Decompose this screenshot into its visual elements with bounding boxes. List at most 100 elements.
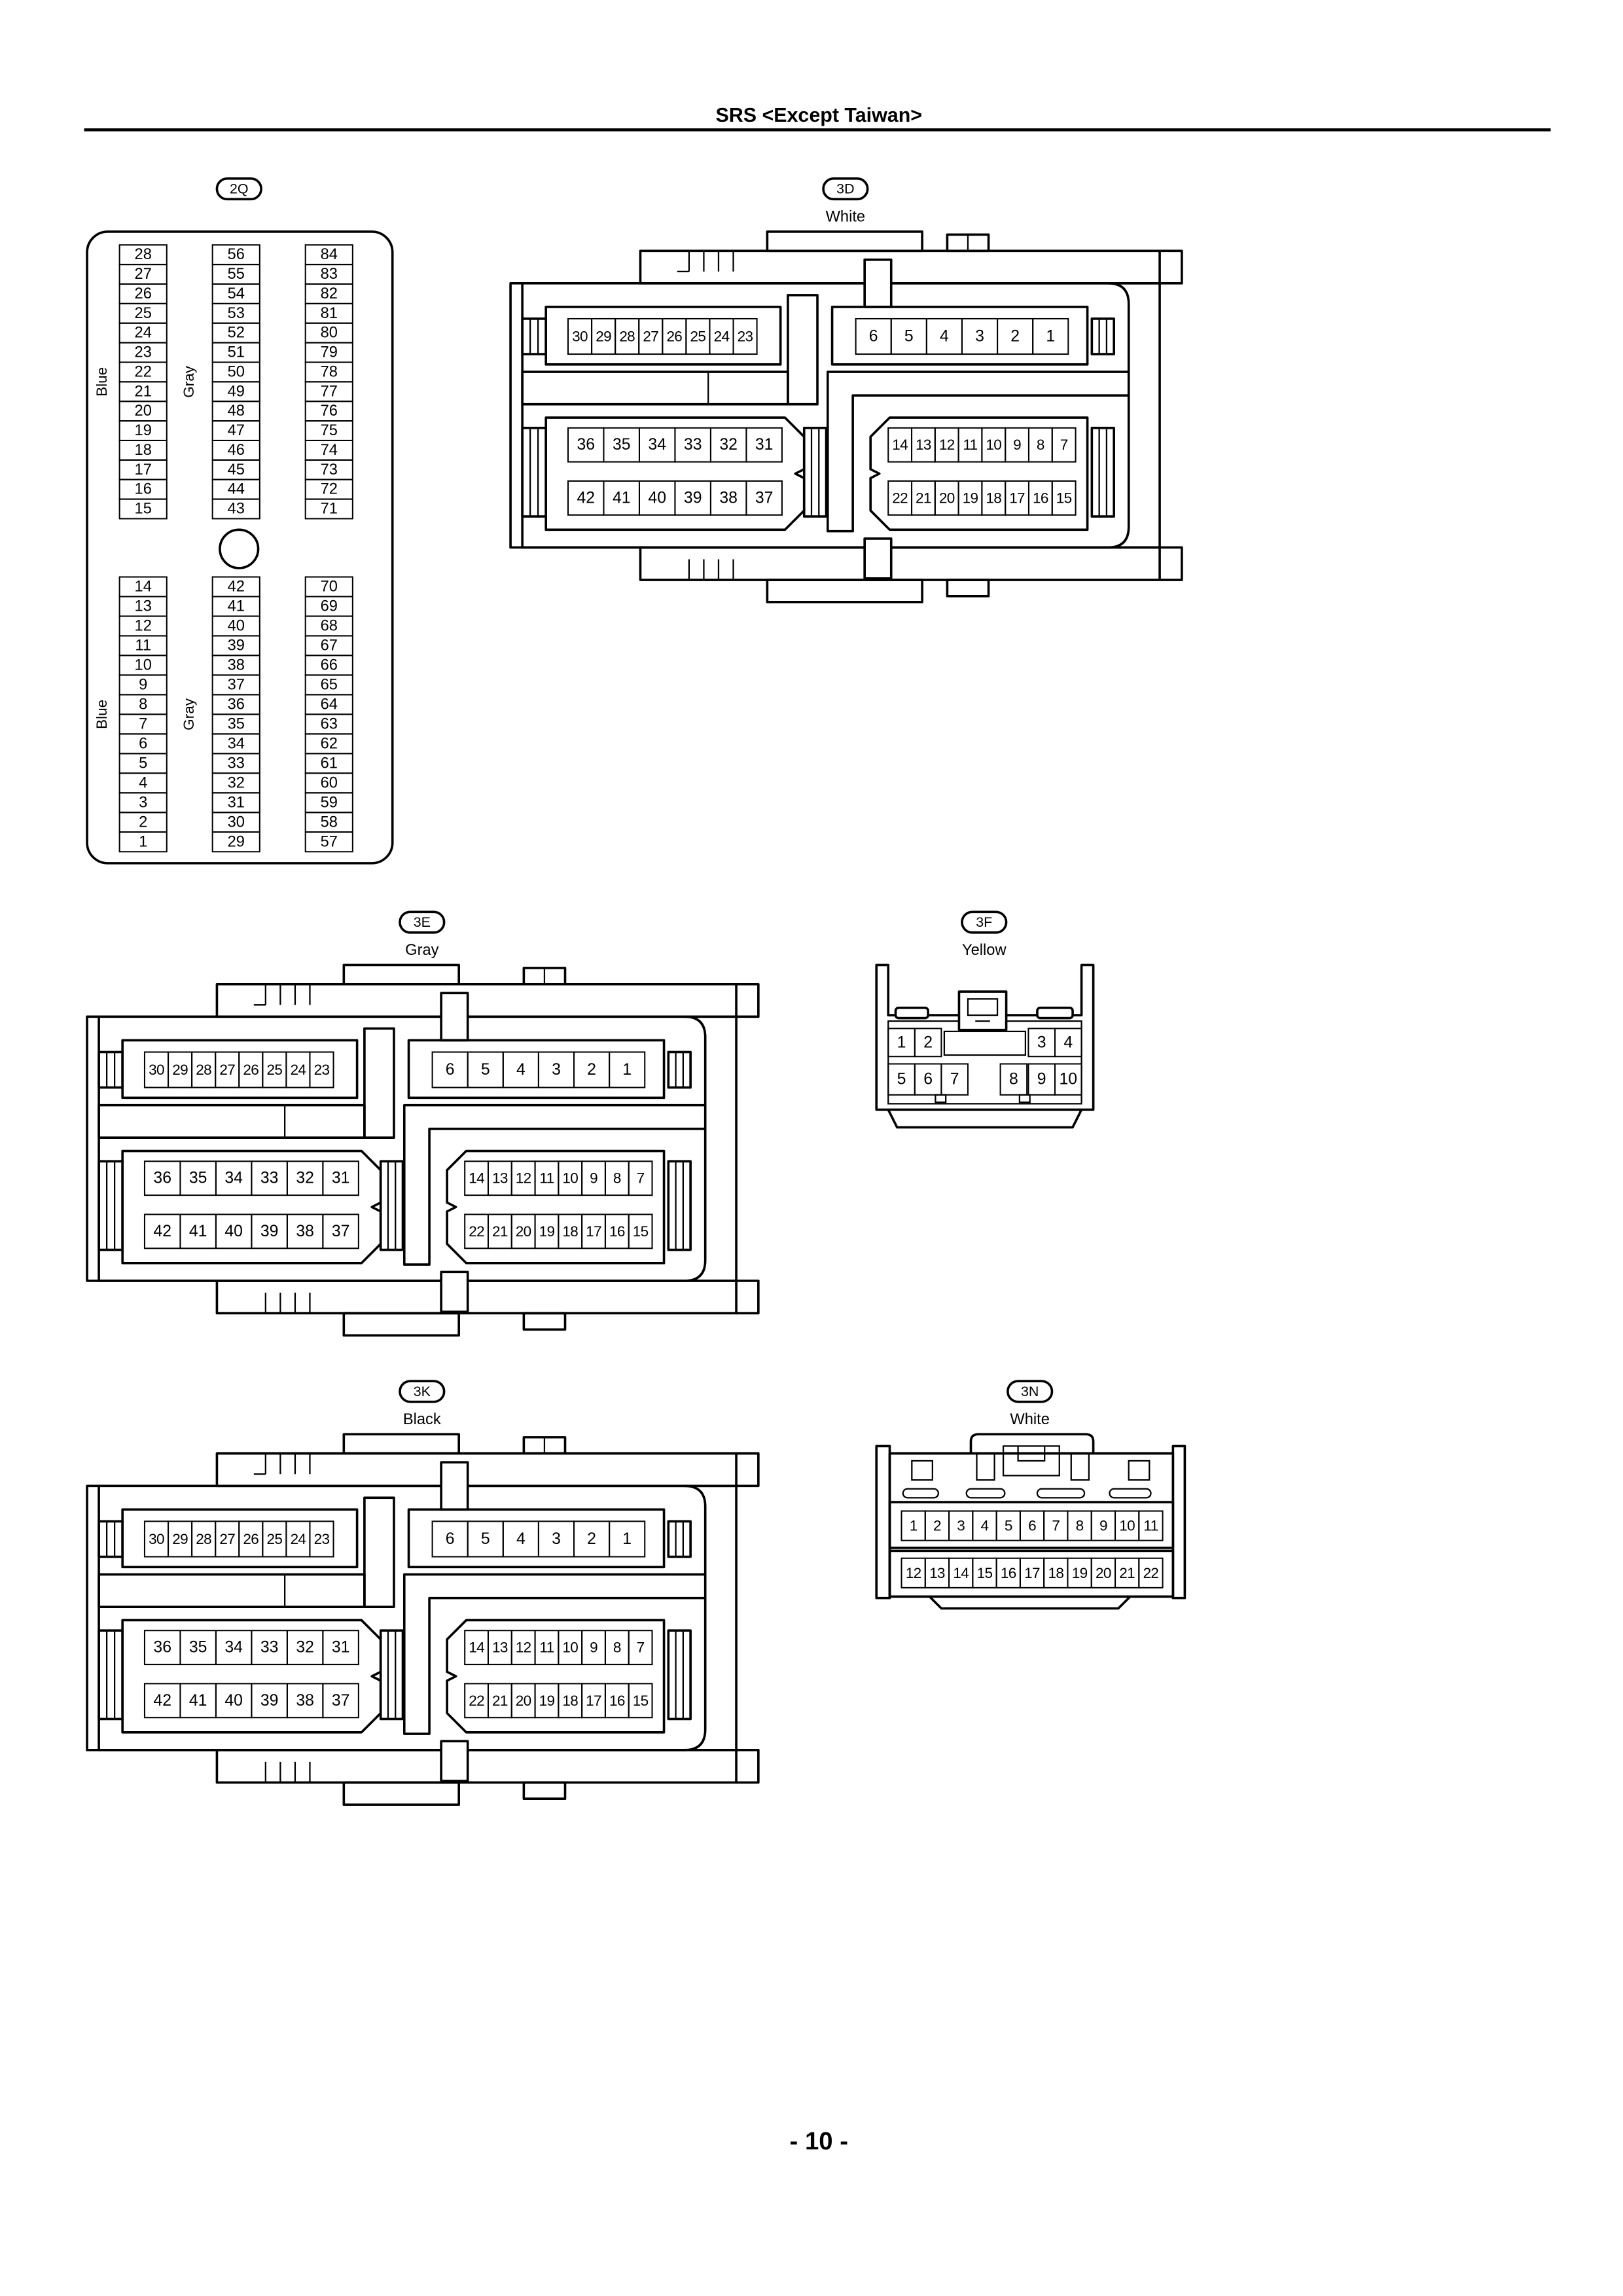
pin-number: 41 (228, 598, 245, 615)
housing-color: White (826, 208, 865, 225)
pin-number: 62 (321, 735, 338, 752)
pin-number: 2 (587, 1061, 596, 1079)
pin-number: 12 (516, 1170, 531, 1187)
pin-number: 8 (1009, 1071, 1018, 1088)
pin-number: 36 (153, 1170, 171, 1187)
housing-side-guide (1160, 546, 1183, 581)
pin-number: 59 (321, 794, 338, 811)
pin-number: 35 (613, 436, 631, 454)
housing-body (875, 963, 1095, 1111)
pin-number: 27 (643, 329, 658, 345)
lock-clip-rib (1098, 318, 1108, 355)
housing-side-guide (736, 1280, 760, 1315)
pin-number: 12 (939, 437, 955, 453)
pin-number: 51 (228, 344, 245, 361)
locator-hole (219, 528, 260, 569)
pin-number: 11 (135, 637, 151, 654)
pin-number: 10 (986, 437, 1001, 453)
connector-code: 3N (1021, 1384, 1039, 1399)
pin-number: 17 (586, 1223, 601, 1240)
pin-number: 31 (228, 794, 245, 811)
pin-number: 23 (314, 1062, 330, 1078)
pin-number: 16 (609, 1693, 625, 1709)
pin-number: 32 (228, 774, 245, 791)
pin-number: 36 (228, 696, 245, 713)
pin-number: 39 (684, 489, 702, 507)
pin-number: 28 (619, 329, 635, 345)
pin-number: 84 (321, 246, 338, 263)
pin-number: 23 (738, 329, 753, 345)
pin-number: 21 (916, 490, 931, 506)
pin-number: 8 (139, 696, 147, 713)
pin-number: 34 (648, 436, 666, 454)
housing-rib-marks (264, 1761, 311, 1783)
pin-number: 5 (1005, 1518, 1012, 1534)
page-header-title: SRS <Except Taiwan> (715, 104, 922, 126)
pin-number: 60 (321, 774, 338, 791)
pin-number: 23 (314, 1531, 330, 1547)
pin-number: 3 (552, 1530, 561, 1548)
pin-number: 33 (684, 436, 702, 454)
pin-cavity (322, 1213, 359, 1249)
pin-number: 19 (539, 1223, 555, 1240)
pin-number: 26 (135, 285, 152, 302)
pin-number: 26 (666, 329, 682, 345)
pin-cavity (211, 831, 260, 853)
pin-number: 16 (135, 481, 152, 498)
pin-number: 67 (321, 637, 338, 654)
pin-number: 69 (321, 598, 338, 615)
housing-key-rib (363, 1027, 395, 1139)
pin-number: 1 (622, 1061, 632, 1079)
pin-number: 83 (321, 266, 338, 283)
pin-number: 42 (577, 489, 595, 507)
pin-number: 18 (562, 1693, 578, 1709)
lock-clip (379, 1629, 404, 1721)
housing-guide-tab (1109, 1488, 1152, 1499)
pin-number: 52 (228, 325, 245, 342)
pin-cavity (940, 1063, 969, 1096)
pin-number: 7 (1060, 437, 1068, 453)
pin-number: 41 (189, 1692, 207, 1710)
pin-number: 58 (321, 814, 338, 831)
pin-number: 76 (321, 403, 338, 420)
pin-number: 1 (622, 1530, 632, 1548)
pin-number: 40 (224, 1223, 243, 1240)
pin-number: 38 (719, 489, 738, 507)
pin-cavity (609, 1051, 646, 1088)
pin-number: 25 (135, 305, 152, 322)
pin-cavity (999, 1063, 1028, 1096)
housing-rib-marks (264, 1292, 311, 1314)
lock-clip (667, 1050, 692, 1089)
lock-clip (98, 1520, 124, 1558)
connector-code: 3F (976, 914, 992, 930)
pin-number: 9 (590, 1170, 597, 1187)
pin-number: 22 (135, 363, 152, 380)
pin-number: 36 (153, 1639, 171, 1657)
pin-cavity (1054, 1063, 1082, 1096)
pin-number: 33 (260, 1170, 279, 1187)
pin-cavity (118, 498, 168, 520)
lock-clip (521, 427, 547, 518)
housing-pin-face (887, 1020, 1082, 1105)
lock-clip (667, 1160, 692, 1251)
pin-number: 25 (267, 1062, 283, 1078)
pin-number: 24 (714, 329, 730, 345)
pin-block-frame (121, 1149, 382, 1265)
pin-number: 14 (892, 437, 908, 453)
housing-center-divider (440, 1740, 469, 1782)
housing-rib-marks (253, 1453, 311, 1475)
housing-key-bar (521, 370, 789, 406)
housing-color: Yellow (962, 942, 1007, 959)
pin-cavity (628, 1683, 653, 1719)
pin-number: 35 (228, 715, 245, 732)
housing-latch-hood (969, 1433, 1095, 1454)
pin-cavity (732, 317, 758, 355)
connector-code-badge (399, 1380, 446, 1403)
pin-number: 15 (1056, 490, 1072, 506)
pin-number: 28 (135, 246, 152, 263)
pin-number: 30 (572, 329, 588, 345)
pin-number: 16 (609, 1223, 625, 1240)
pin-number: 34 (224, 1639, 243, 1657)
pin-number: 12 (516, 1640, 531, 1656)
